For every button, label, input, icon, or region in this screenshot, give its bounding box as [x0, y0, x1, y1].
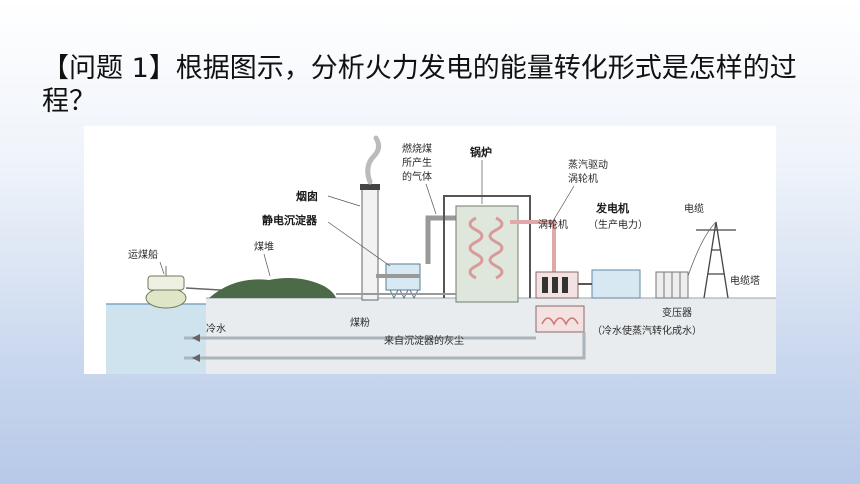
label-ash: 来自沉淀器的灰尘	[384, 334, 464, 347]
label-gas-line3: 的气体	[402, 170, 432, 183]
gas-duct	[425, 215, 456, 264]
chimney	[360, 135, 382, 301]
condenser	[535, 305, 585, 333]
label-coal-pile: 煤堆	[254, 240, 274, 253]
label-cable: 电缆	[684, 202, 704, 215]
label-precipitator: 静电沉淀器	[262, 213, 318, 227]
label-generator-note: （生产电力）	[588, 218, 648, 231]
power-plant-diagram: 运煤船 煤堆 烟囱 静电沉淀器 燃烧煤 所产生 的气体 锅炉 蒸汽驱动 涡轮机	[84, 126, 776, 374]
electrostatic-precipitator	[385, 263, 421, 300]
label-transformer: 变压器	[662, 306, 692, 319]
coal-pile	[209, 278, 336, 298]
label-generator: 发电机	[595, 201, 629, 215]
label-gas-line2: 所产生	[402, 156, 432, 169]
label-chimney: 烟囱	[296, 189, 318, 203]
cable-tower	[687, 221, 736, 299]
label-coal-powder: 煤粉	[350, 316, 370, 329]
label-steam-line1: 蒸汽驱动	[568, 158, 608, 171]
label-gas-line1: 燃烧煤	[402, 142, 432, 155]
label-turbine: 涡轮机	[538, 218, 568, 231]
ground-base	[206, 298, 776, 374]
label-boiler: 锅炉	[470, 145, 492, 159]
label-cold-water: 冷水	[206, 322, 226, 335]
generator	[578, 269, 641, 299]
turbine	[535, 271, 579, 299]
steam-pipe	[510, 220, 556, 272]
label-steam-line2: 涡轮机	[568, 172, 598, 185]
label-coal-ship: 运煤船	[128, 248, 158, 261]
boiler	[455, 205, 519, 303]
label-condenser-note: （冷水使蒸汽转化成水）	[592, 324, 702, 337]
label-cable-tower: 电缆塔	[730, 274, 760, 287]
question-title: 【问题 1】根据图示，分析火力发电的能量转化形式是怎样的过程？	[42, 53, 797, 117]
coal-ship	[145, 266, 187, 309]
transformer	[655, 271, 689, 299]
